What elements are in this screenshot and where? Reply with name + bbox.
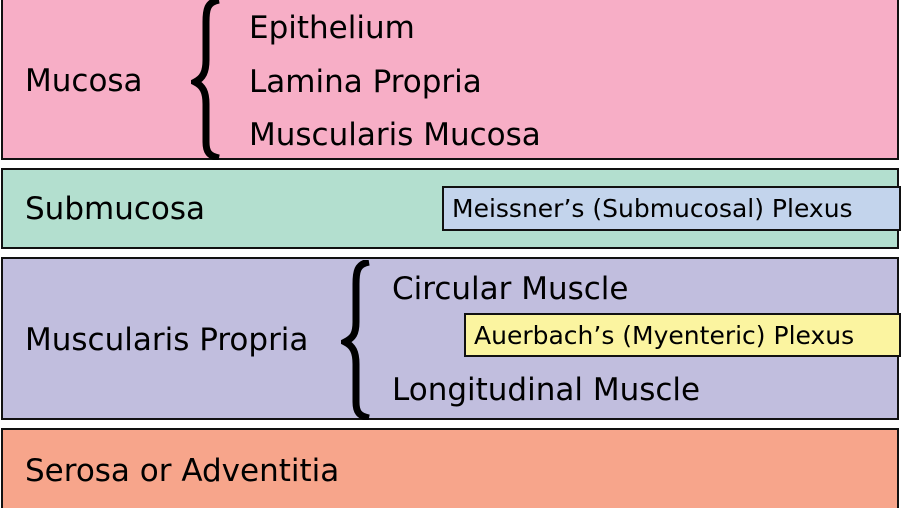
- sublayer-muscularis-mucosa: Muscularis Mucosa: [249, 117, 541, 153]
- sublayer-circular-muscle: Circular Muscle: [392, 271, 629, 307]
- serosa-layer: Serosa or Adventitia: [1, 428, 899, 508]
- mucosa-brace-icon: [191, 0, 220, 160]
- submucosa-label: Submucosa: [25, 191, 206, 227]
- auerbach-plexus-label: Auerbach’s (Myenteric) Plexus: [474, 320, 855, 350]
- muscularis-propria-layer: Muscularis Propria Circular Muscle Auerb…: [1, 257, 901, 420]
- mucosa-label: Mucosa: [25, 63, 143, 99]
- meissner-plexus-box: Meissner’s (Submucosal) Plexus: [442, 186, 901, 231]
- submucosa-layer: Submucosa Meissner’s (Submucosal) Plexus: [1, 168, 901, 249]
- muscularis-brace-icon: [341, 260, 370, 420]
- meissner-plexus-label: Meissner’s (Submucosal) Plexus: [452, 194, 853, 223]
- muscularis-propria-label: Muscularis Propria: [25, 322, 309, 358]
- auerbach-plexus-box: Auerbach’s (Myenteric) Plexus: [464, 313, 901, 357]
- sublayer-epithelium: Epithelium: [249, 10, 415, 46]
- sublayer-lamina-propria: Lamina Propria: [249, 64, 482, 100]
- sublayer-longitudinal-muscle: Longitudinal Muscle: [392, 372, 701, 408]
- serosa-label: Serosa or Adventitia: [25, 453, 340, 489]
- mucosa-layer: Mucosa Epithelium Lamina Propria Muscula…: [1, 0, 899, 160]
